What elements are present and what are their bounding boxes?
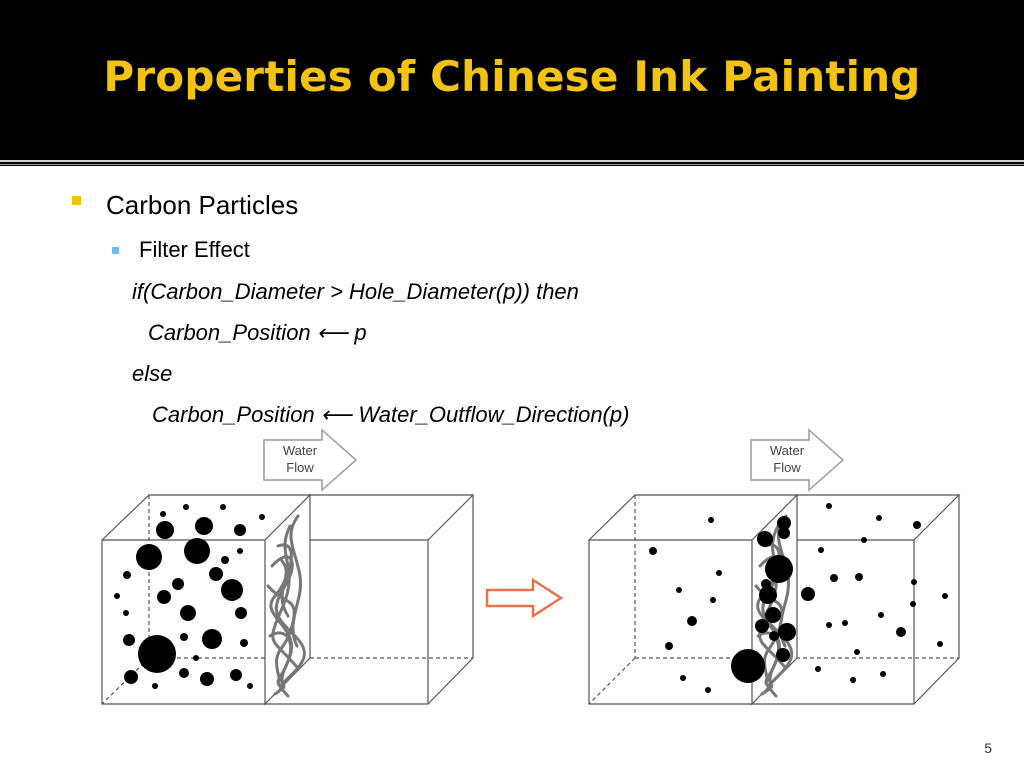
title-divider xyxy=(0,160,1024,162)
left-fibers xyxy=(266,514,306,698)
water-flow-label-left-2: Flow xyxy=(286,460,314,475)
right-carbon-particles xyxy=(649,503,948,693)
page-number: 5 xyxy=(984,740,992,756)
filter-effect-figure: Water Flow xyxy=(101,428,961,706)
water-flow-arrow-right: Water Flow xyxy=(750,428,845,492)
code-line-else: else xyxy=(132,361,173,386)
title-divider-shadow xyxy=(0,164,1024,165)
title-bar: Properties of Chinese Ink Painting xyxy=(0,0,1024,158)
water-flow-label-right-1: Water xyxy=(770,443,805,458)
slide-body: Carbon Particles Filter Effect if(Carbon… xyxy=(0,166,1024,768)
code-line-if: if(Carbon_Diameter > Hole_Diameter(p)) t… xyxy=(132,279,579,304)
sub-bullet-square-icon xyxy=(112,247,119,254)
code-line-then-assign: Carbon_Position ⟵ p xyxy=(148,320,367,345)
transition-arrow-icon xyxy=(485,577,564,619)
bullet-square-icon xyxy=(72,196,81,205)
water-flow-label-left-1: Water xyxy=(283,443,318,458)
slide-title: Properties of Chinese Ink Painting xyxy=(103,52,921,101)
water-flow-arrow-left: Water Flow xyxy=(263,428,358,492)
water-flow-label-right-2: Flow xyxy=(773,460,801,475)
bullet-text-carbon-particles: Carbon Particles xyxy=(106,190,299,220)
code-line-else-assign: Carbon_Position ⟵ Water_Outflow_Directio… xyxy=(152,402,630,427)
bullet-text-filter-effect: Filter Effect xyxy=(139,237,250,262)
left-carbon-particles xyxy=(114,504,265,689)
